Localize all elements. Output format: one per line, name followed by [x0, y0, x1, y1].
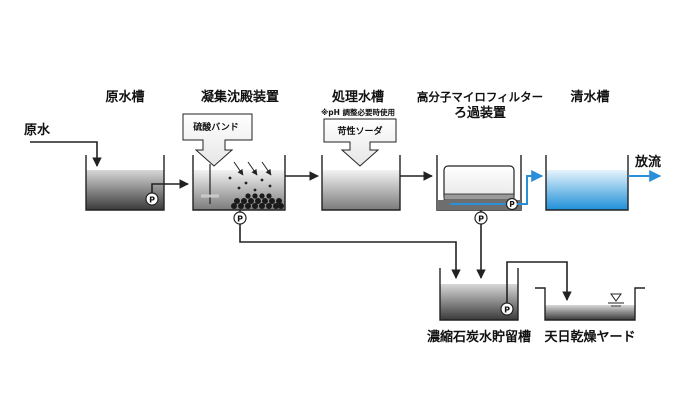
water-drying-yard: [545, 305, 635, 320]
svg-text:硫酸バンド: 硫酸バンド: [193, 121, 238, 133]
settling-arrows: [233, 161, 272, 176]
label-clear-water-tank: 清水槽: [570, 89, 609, 105]
label-coagulation-unit: 凝集沈殿装置: [201, 89, 279, 105]
svg-text:P: P: [478, 215, 484, 224]
label-filter-line2: ろ過装置: [454, 105, 506, 121]
label-ph-note: ※pH 調整必要時使用: [321, 107, 395, 117]
tank-coagulation: [192, 155, 286, 211]
label-sludge-storage-tank: 濃縮石炭水貯留槽: [427, 329, 531, 345]
tank-treated-water: [321, 155, 401, 211]
yard-drying-bed: [535, 287, 645, 321]
pump-coagulation: P: [233, 211, 247, 225]
water-clear-tank: [546, 170, 628, 210]
pump-filter-outlet: P: [505, 197, 519, 211]
label-drying-yard: 天日乾燥ヤード: [544, 329, 635, 345]
label-raw-water-inflow: 原水: [24, 122, 51, 138]
label-raw-water-tank: 原水槽: [105, 89, 144, 105]
water-level-marker: [608, 293, 624, 307]
hopper-caustic-soda: 苛性ソーダ: [323, 118, 397, 167]
pump-raw-tank: P: [145, 192, 159, 206]
tank-sludge-storage: [439, 268, 519, 321]
label-treated-water-tank: 処理水槽: [331, 89, 384, 105]
svg-text:P: P: [149, 196, 155, 205]
pipe-storage-to-drying-yard: [506, 261, 572, 303]
pipe-filter-to-clear: [517, 170, 544, 205]
floc-particles: [228, 176, 272, 192]
svg-text:P: P: [237, 215, 243, 224]
svg-text:P: P: [509, 200, 515, 209]
label-filter-line1: 高分子マイロフィルター: [417, 90, 543, 104]
pipe-raw-water-inflow: [30, 141, 102, 167]
pump-filter-backwash: P: [474, 211, 488, 225]
svg-text:苛性ソーダ: 苛性ソーダ: [337, 125, 382, 137]
pipe-sludge-to-storage: [239, 224, 461, 279]
pump-sludge-storage: P: [500, 302, 514, 316]
sludge-layer: [231, 193, 284, 209]
water-treated-tank: [322, 170, 400, 210]
svg-text:P: P: [504, 306, 510, 315]
hopper-sulfuric-band: 硫酸バンド: [182, 113, 253, 167]
label-discharge: 放流: [634, 154, 661, 170]
tank-raw-water: [85, 155, 165, 211]
tank-clear-water: [545, 155, 629, 211]
pipe-raw-to-coagulation: [151, 179, 189, 193]
filter-module: [443, 165, 515, 201]
